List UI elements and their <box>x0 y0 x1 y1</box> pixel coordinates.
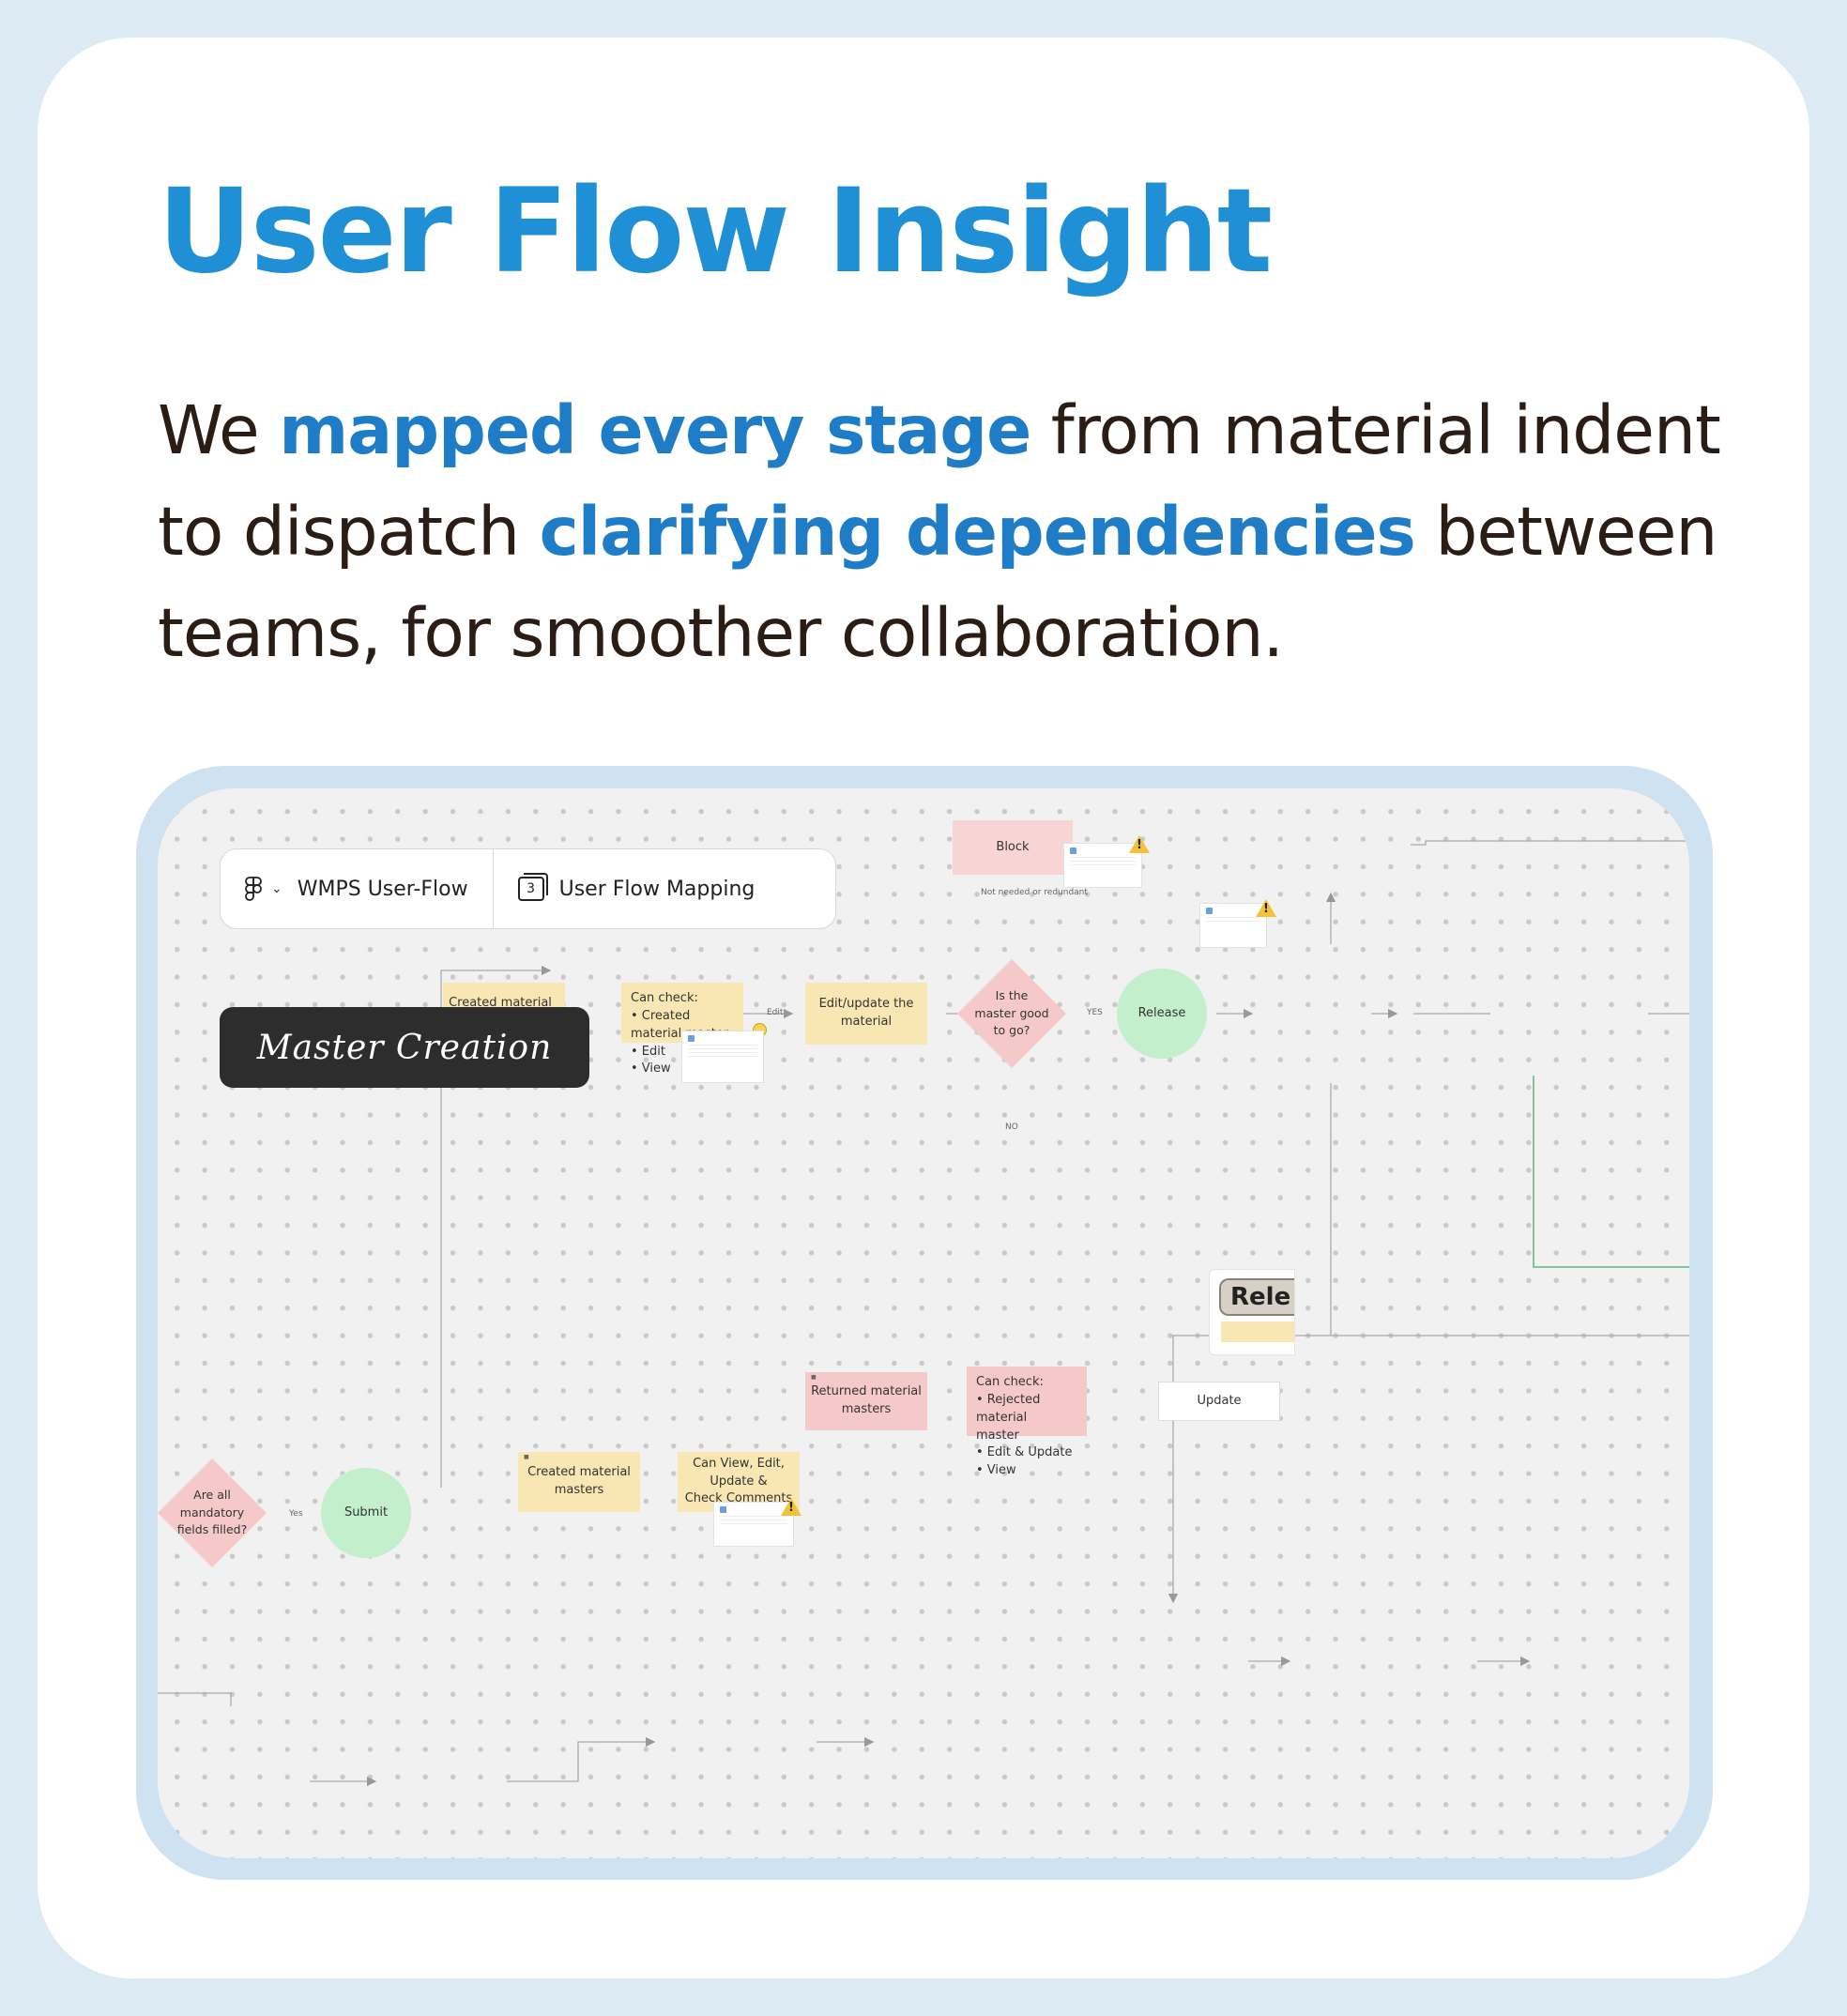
edge-label-no: NO <box>1005 1123 1018 1132</box>
connector <box>1411 840 1689 846</box>
connector <box>507 1736 656 1782</box>
node-can-check-bottom[interactable]: Can check: • Rejected material master • … <box>967 1367 1087 1477</box>
release-card-strip <box>1221 1321 1294 1342</box>
page-name: User Flow Mapping <box>558 877 756 901</box>
release-card-title: Rele <box>1219 1278 1294 1316</box>
figma-toolbar: ⌄ WMPS User-Flow 3 User Flow Mapping <box>220 848 836 929</box>
page-description: We mapped every stage from material inde… <box>158 380 1753 684</box>
node-submit[interactable]: Submit <box>321 1468 411 1558</box>
node-label: Edit/update the material <box>818 997 914 1029</box>
decision-label: Are all mandatory fields filled? <box>176 1487 248 1537</box>
node-update[interactable]: Update <box>1158 1382 1280 1421</box>
node-created-masters-bottom[interactable]: Created material masters <box>518 1452 640 1512</box>
edge-label-edit: Edit <box>767 1008 784 1017</box>
decision-master-good[interactable]: Is the master good to go? <box>957 959 1066 1068</box>
figma-logo-icon <box>245 876 262 901</box>
node-returned-masters[interactable]: Returned material masters <box>805 1372 927 1430</box>
comment-note <box>681 1031 764 1083</box>
page-title: User Flow Insight <box>158 164 1273 299</box>
node-label: Block <box>996 839 1030 854</box>
description-highlight-dependencies: clarifying dependencies <box>539 493 1416 571</box>
node-label: Returned material masters <box>811 1384 922 1416</box>
release-connector <box>1533 1076 1689 1268</box>
node-release[interactable]: Release <box>1117 969 1207 1059</box>
description-text: We <box>158 391 280 469</box>
warning-icon <box>1129 835 1150 853</box>
connector <box>158 1692 232 1706</box>
pages-icon: 3 <box>517 873 548 901</box>
node-label: Update <box>1197 1393 1242 1408</box>
file-name: WMPS User-Flow <box>297 877 468 901</box>
node-label: Submit <box>343 1504 389 1520</box>
figma-canvas[interactable]: ⌄ WMPS User-Flow 3 User Flow Mapping Cre… <box>158 788 1689 1858</box>
node-block[interactable]: Block <box>953 820 1073 875</box>
status-tag: ■ <box>524 1454 529 1460</box>
edge-label-yes: YES <box>1087 1008 1103 1017</box>
section-badge-master-creation[interactable]: Master Creation <box>220 1007 589 1088</box>
file-menu[interactable]: ⌄ WMPS User-Flow <box>221 849 493 928</box>
comment-note <box>1063 843 1142 888</box>
page-selector[interactable]: 3 User Flow Mapping <box>492 849 780 928</box>
status-tag: ■ <box>811 1374 817 1381</box>
node-label: Can check: • Rejected material master • … <box>976 1375 1073 1478</box>
decision-label: Is the master good to go? <box>974 987 1049 1038</box>
decision-mandatory-fields[interactable]: Are all mandatory fields filled? <box>158 1459 267 1567</box>
edge-label-yes: Yes <box>289 1509 303 1519</box>
description-text: from material indent to dispatch <box>158 391 1721 571</box>
node-label: Created material masters <box>527 1465 631 1497</box>
node-edit-update[interactable]: Edit/update the material <box>805 983 927 1045</box>
description-text: between teams, for smoother collaboratio… <box>158 493 1717 672</box>
warning-icon <box>1256 899 1276 917</box>
description-highlight-mapped: mapped every stage <box>279 391 1031 469</box>
node-label: Release <box>1137 1005 1186 1020</box>
edge-label-not-needed: Not needed or redundant <box>981 888 1088 897</box>
flow-connectors <box>158 840 1689 1787</box>
chevron-down-icon: ⌄ <box>271 881 282 896</box>
warning-icon <box>781 1498 801 1516</box>
connector <box>440 965 552 999</box>
